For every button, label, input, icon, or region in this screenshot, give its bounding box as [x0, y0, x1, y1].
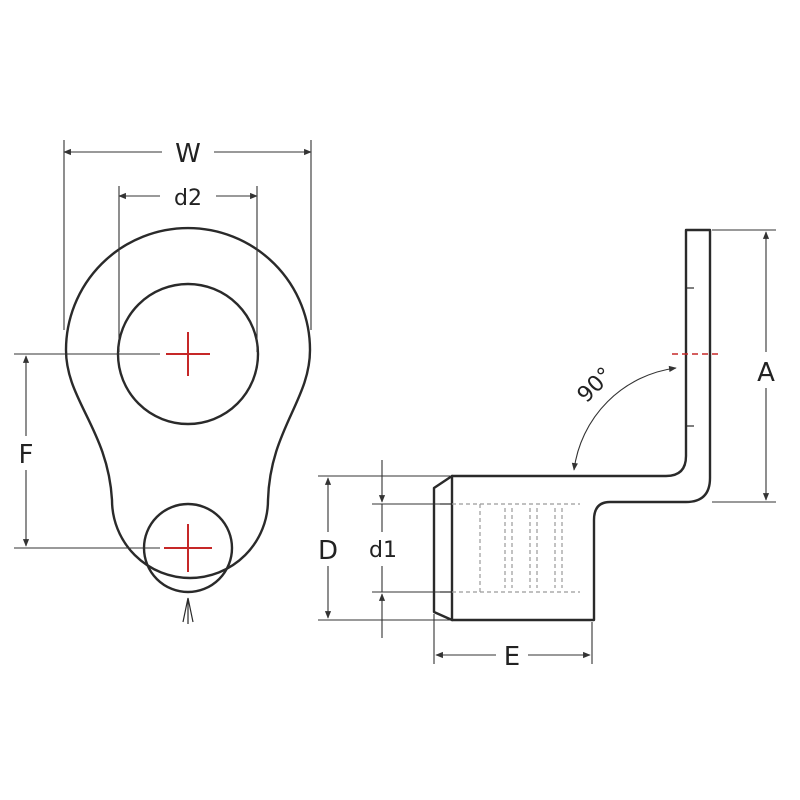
- label-A: A: [757, 358, 775, 388]
- label-angle: 90°: [573, 363, 618, 408]
- label-E: E: [504, 642, 520, 672]
- barrel-lip: [432, 474, 454, 622]
- label-D: D: [318, 536, 338, 566]
- dimension-angle: 90°: [571, 363, 677, 471]
- dimension-F: F: [10, 353, 160, 549]
- barrel-seam: [182, 597, 194, 623]
- dimension-d2: d2: [118, 180, 258, 352]
- front-view-outline: [64, 226, 312, 580]
- barrel-hidden-bore: [452, 503, 580, 593]
- dimension-A: A: [712, 229, 782, 503]
- label-W: W: [175, 139, 201, 169]
- stud-center-mark: [166, 332, 210, 376]
- dimension-W: W: [63, 134, 312, 330]
- dimension-E: E: [433, 614, 593, 672]
- label-d2: d2: [174, 186, 202, 211]
- label-F: F: [19, 440, 34, 470]
- side-view-outline: [450, 228, 712, 622]
- dimension-D: D: [312, 475, 450, 621]
- side-view: 90° A D d1: [312, 228, 782, 672]
- front-view: W d2 F: [10, 134, 312, 624]
- dimension-d1: d1: [360, 460, 440, 638]
- barrel-center-mark: [164, 524, 212, 572]
- label-d1: d1: [369, 538, 397, 563]
